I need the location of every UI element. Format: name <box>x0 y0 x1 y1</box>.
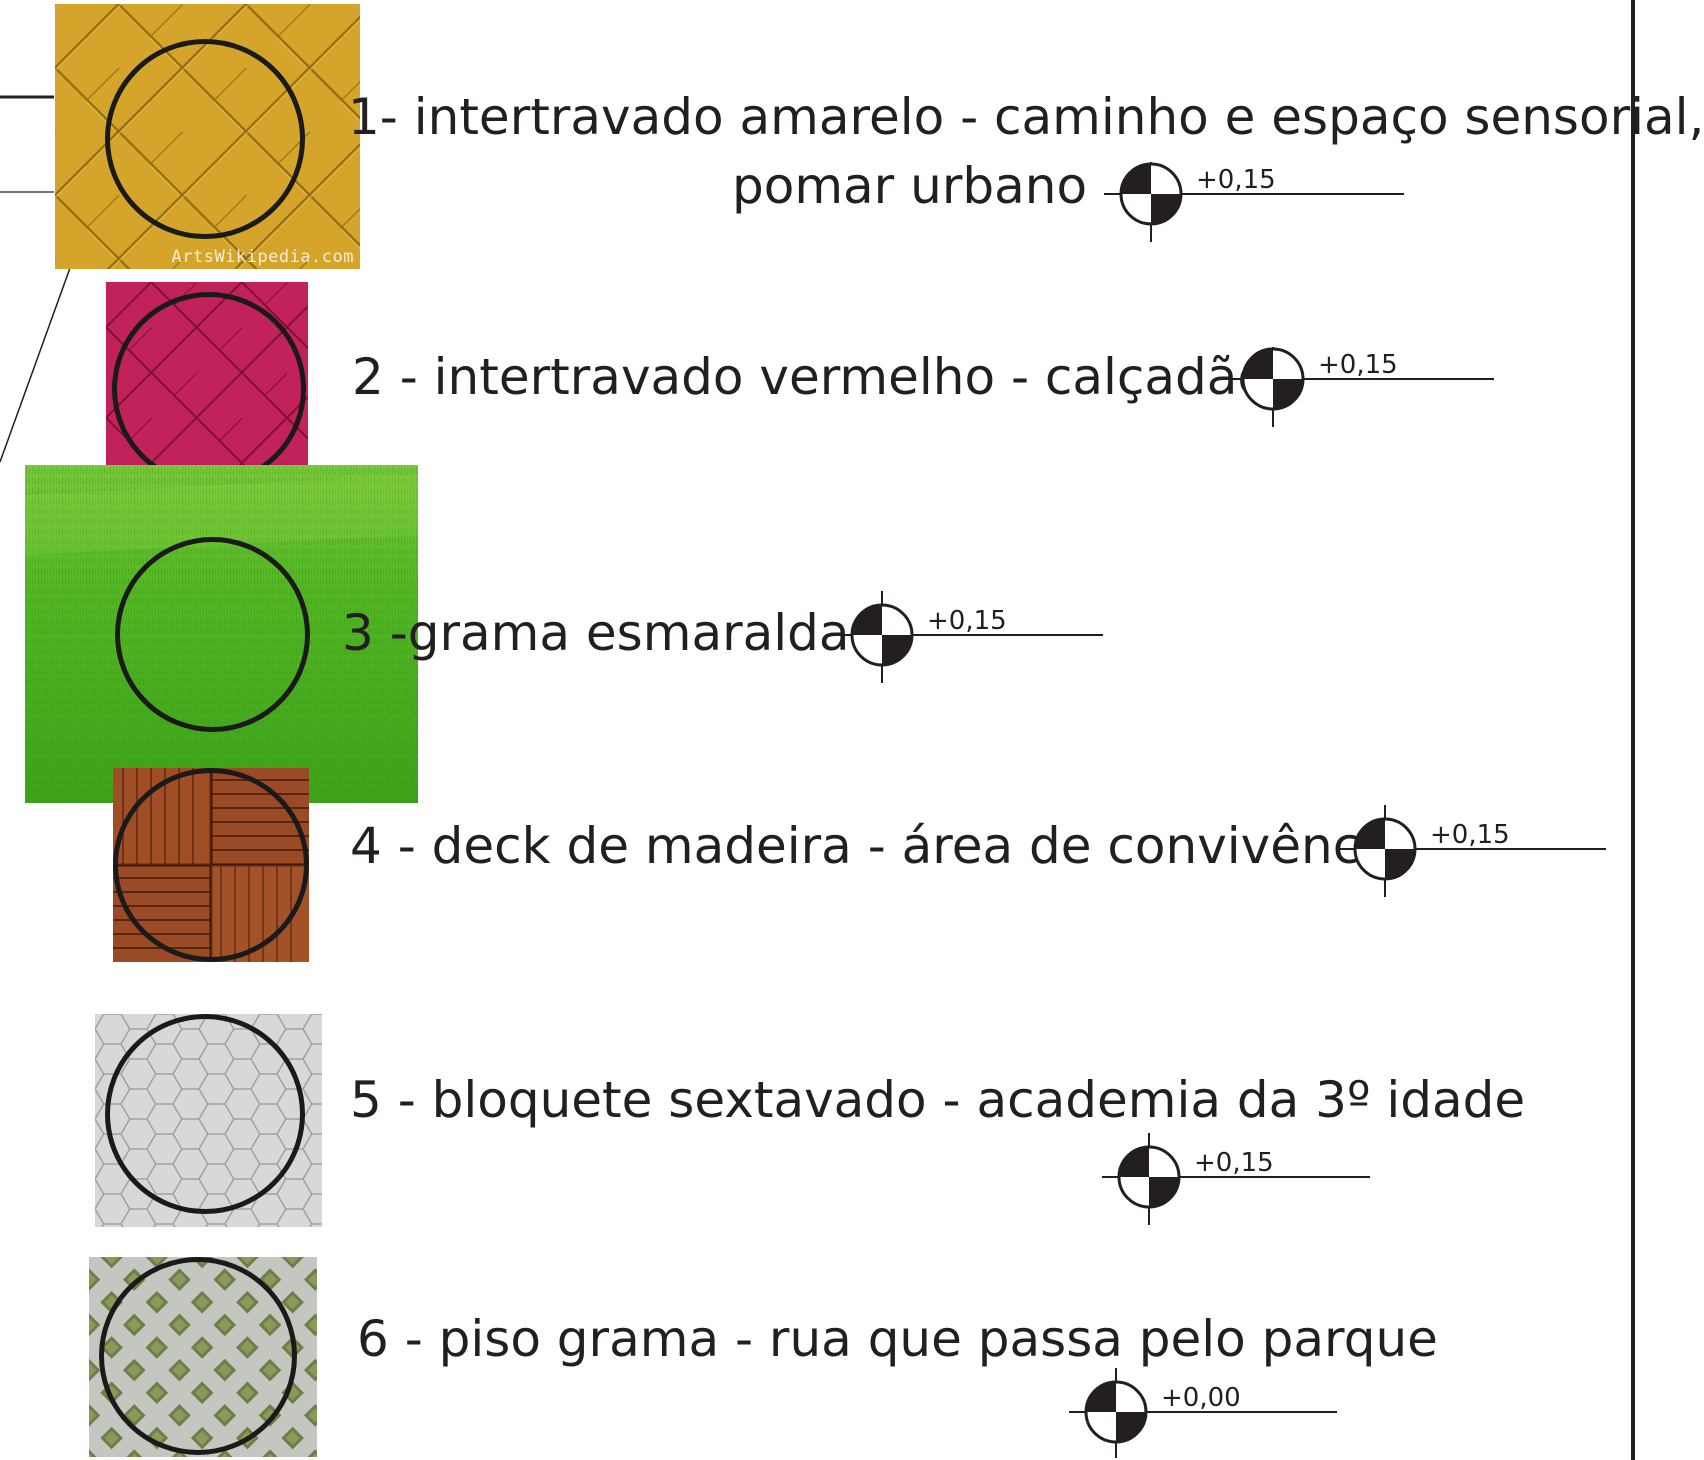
swatch-ring <box>105 1014 305 1214</box>
swatch-yellow-interlocking: ArtsWikipedia.com <box>55 4 360 269</box>
level-value: +0,15 <box>927 606 1007 636</box>
swatch-ring <box>115 537 310 732</box>
item-3-label: 3 -grama esmaralda <box>342 604 850 662</box>
swatch-wood-deck <box>113 768 309 962</box>
swatch-ring <box>112 292 306 486</box>
level-value: +0,15 <box>1318 350 1398 380</box>
level-symbol-icon <box>1338 805 1606 897</box>
watermark-text: ArtsWikipedia.com <box>171 247 354 267</box>
level-symbol-icon <box>1102 1133 1370 1225</box>
frame-lines <box>0 0 1635 1460</box>
swatch-grass-paver <box>89 1257 317 1457</box>
swatch-red-interlocking <box>106 282 308 486</box>
item-6-label: 6 - piso grama - rua que passa pelo parq… <box>357 1310 1438 1368</box>
swatch-ring <box>113 768 309 962</box>
swatch-hexagonal-block <box>95 1014 322 1227</box>
level-symbol-icon <box>1226 347 1494 427</box>
level-value: +0,00 <box>1161 1383 1241 1413</box>
item-5-label: 5 - bloquete sextavado - academia da 3º … <box>350 1071 1526 1129</box>
level-value: +0,15 <box>1194 1148 1274 1178</box>
swatch-ring <box>99 1257 297 1455</box>
item-4-label: 4 - deck de madeira - área de convivênci… <box>350 817 1405 875</box>
level-symbol-icon <box>835 591 1103 683</box>
level-symbol-icon <box>1069 1368 1337 1458</box>
level-value: +0,15 <box>1430 820 1510 850</box>
swatch-ring <box>105 39 305 239</box>
level-symbol-icon <box>1104 162 1404 242</box>
item-1-label-line1: 1- intertravado amarelo - caminho e espa… <box>348 88 1704 146</box>
level-value: +0,15 <box>1196 165 1276 195</box>
item-2-label: 2 - intertravado vermelho - calçadão <box>352 348 1269 406</box>
item-1-label-line2: pomar urbano <box>732 157 1088 215</box>
swatch-emerald-grass <box>25 465 418 803</box>
